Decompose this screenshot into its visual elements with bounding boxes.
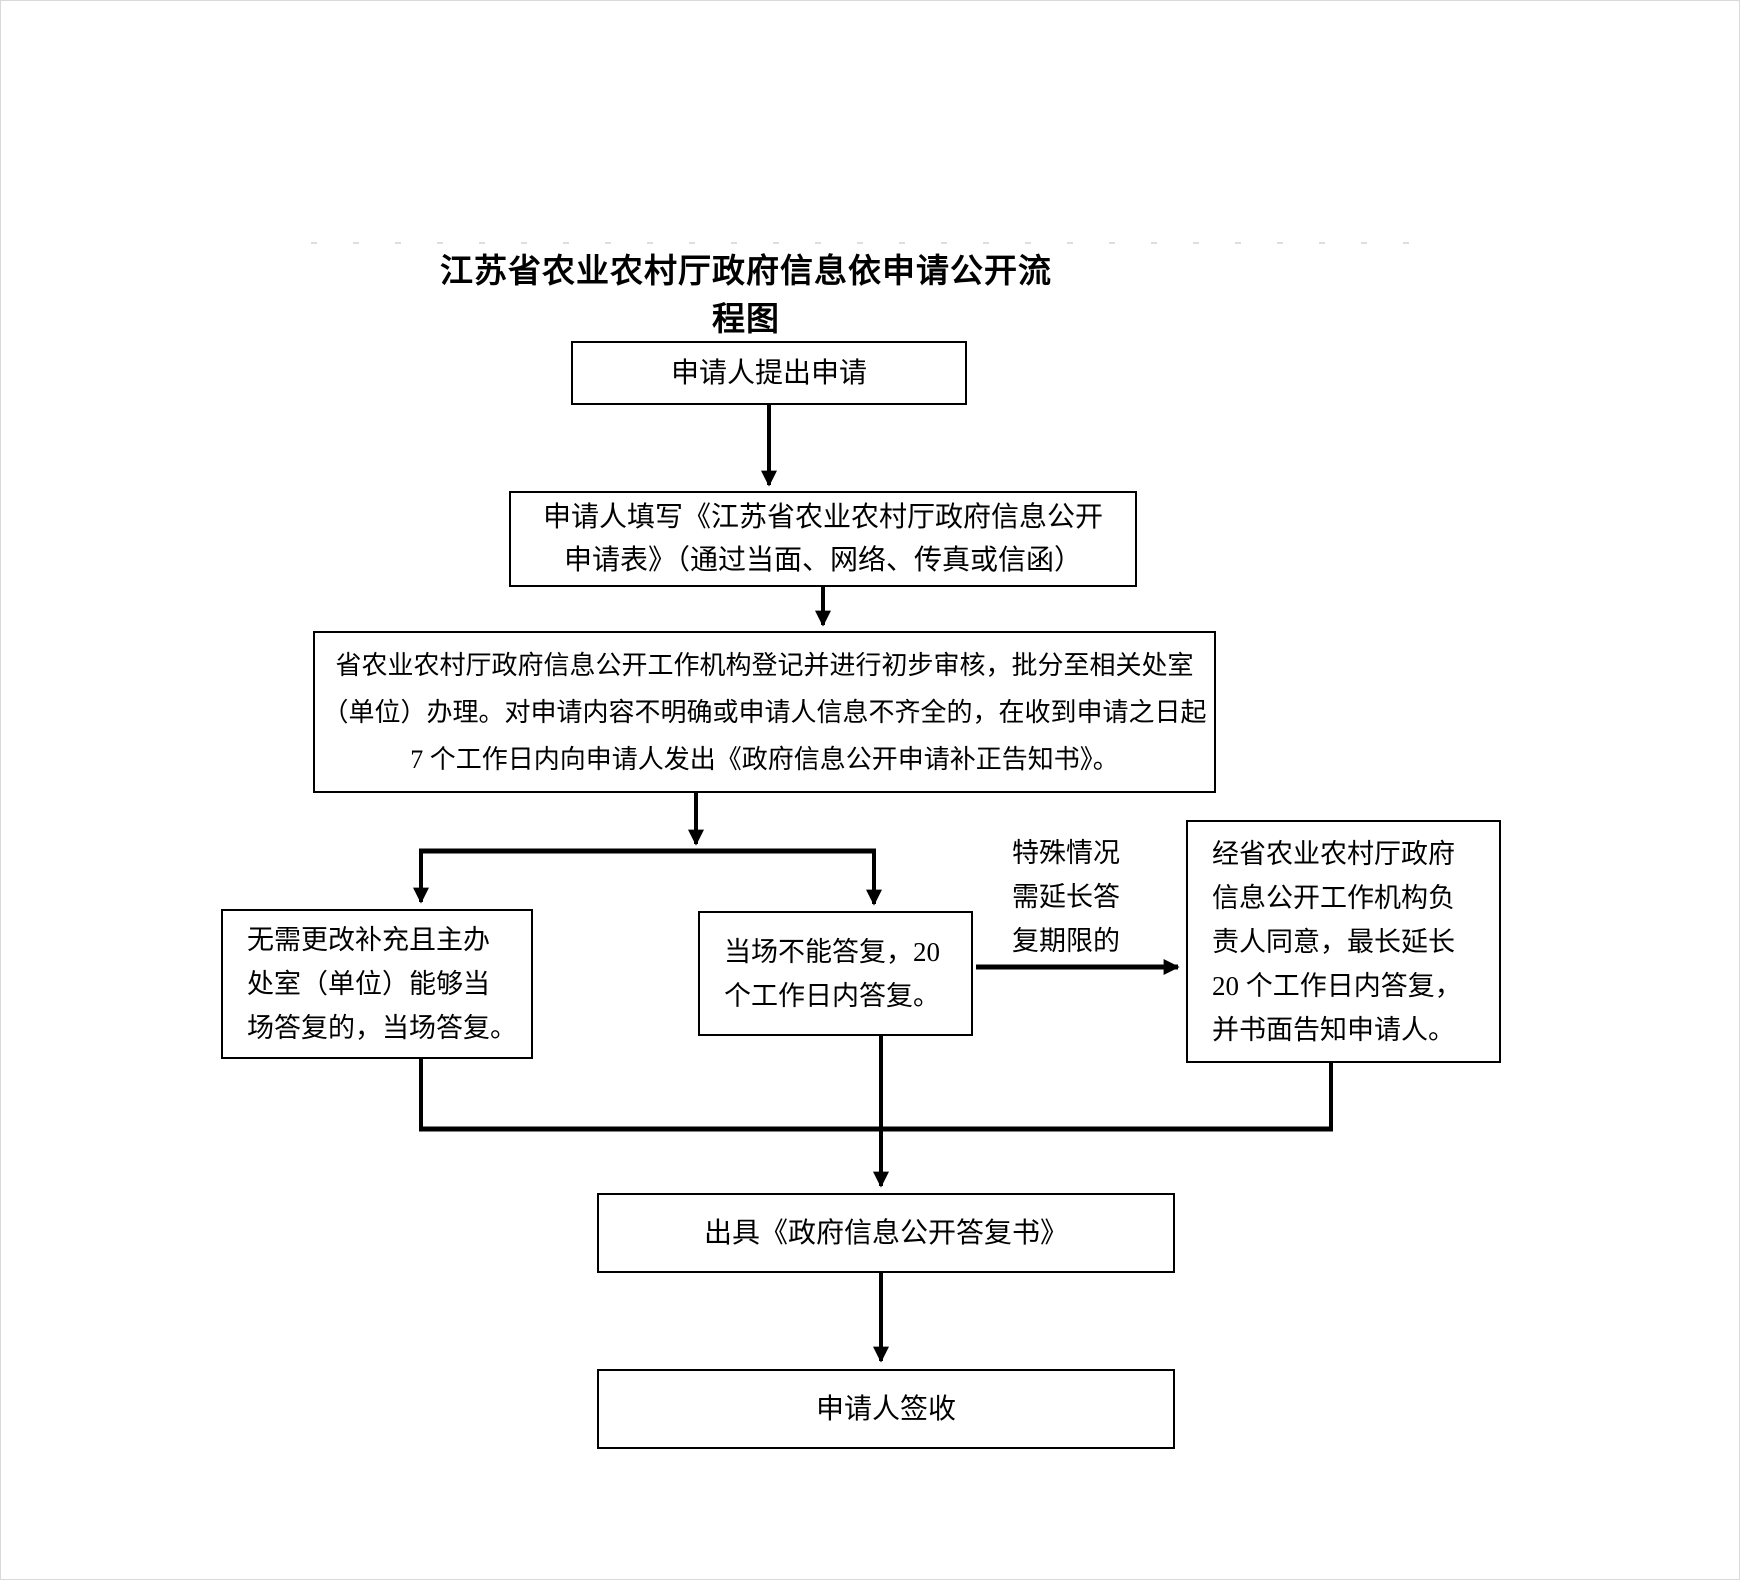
edge-label-line: 复期限的 [1012,926,1120,956]
flow-node-registration: 省农业农村厅政府信息公开工作机构登记并进行初步审核，批分至相关处室 （单位）办理… [313,631,1216,793]
node-text-line: 无需更改补充且主办 [247,925,490,955]
flow-node-fill-form: 申请人填写《江苏省农业农村厅政府信息公开 申请表》（通过当面、网络、传真或信函） [509,491,1137,587]
node-text-line: 责人同意，最长延长 [1212,926,1455,957]
page-title: 江苏省农业农村厅政府信息依申请公开流程图 [440,254,1052,338]
flow-node-apply: 申请人提出申请 [571,341,967,405]
node-text-line: 申请人签收 [815,1393,956,1425]
node-text-line: 个工作日内答复。 [724,980,940,1011]
node-text-line: 并书面告知申请人。 [1212,1014,1455,1045]
node-text-line: 处室（单位）能够当 [247,969,490,999]
node-text-line: 申请人填写《江苏省农业农村厅政府信息公开 [542,502,1103,533]
node-text-line: 出具《政府信息公开答复书》 [703,1217,1068,1249]
node-text-line: 7 个工作日内向申请人发出《政府信息公开申请补正告知书》。 [410,744,1119,774]
node-text-line: 经省农业农村厅政府 [1212,838,1455,869]
node-text-line: （单位）办理。对申请内容不明确或申请人信息不齐全的，在收到申请之日起 [322,697,1207,727]
node-text-line: 场答复的，当场答复。 [247,1013,517,1043]
flow-node-extension: 经省农业农村厅政府 信息公开工作机构负 责人同意，最长延长 20 个工作日内答复… [1186,820,1501,1063]
edge-label-special-case: 特殊情况 需延长答 复期限的 [986,831,1146,963]
node-text-line: 省农业农村厅政府信息公开工作机构登记并进行初步审核，批分至相关处室 [335,650,1194,680]
node-text-line: 当场不能答复，20 [724,936,940,967]
edge-label-line: 需延长答 [1012,882,1120,912]
edge-label-line: 特殊情况 [1012,838,1120,868]
node-text-line: 申请表》（通过当面、网络、传真或信函） [563,545,1082,576]
scan-artifact [311,242,1421,244]
flow-node-reply-20days: 当场不能答复，20 个工作日内答复。 [698,911,973,1036]
node-text-line: 信息公开工作机构负 [1212,882,1455,913]
node-text-line: 申请人提出申请 [670,357,867,389]
flow-node-issue-reply: 出具《政府信息公开答复书》 [597,1193,1175,1273]
node-text-line: 20 个工作日内答复， [1212,970,1462,1001]
flow-node-onsite-reply: 无需更改补充且主办 处室（单位）能够当 场答复的，当场答复。 [221,909,533,1059]
flow-node-sign-receipt: 申请人签收 [597,1369,1175,1449]
